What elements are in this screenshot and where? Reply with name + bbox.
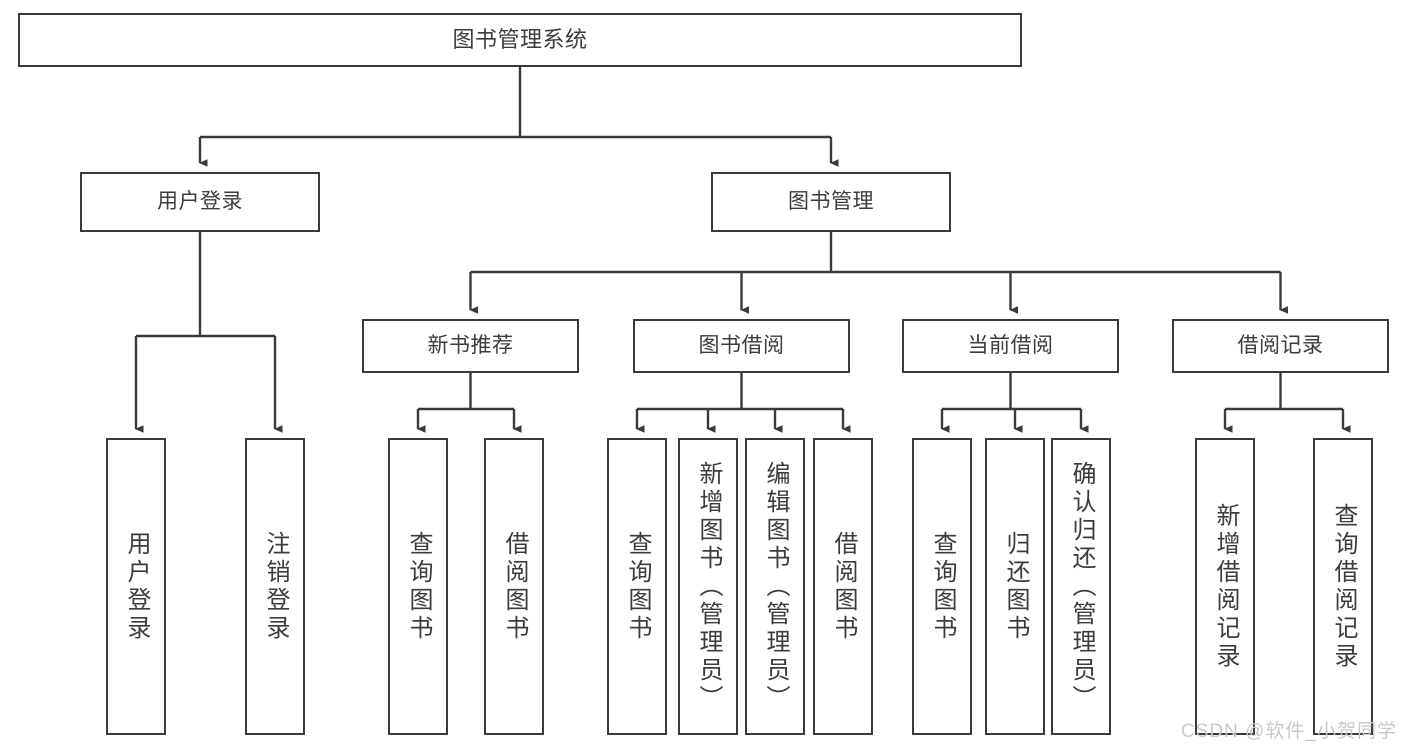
node-leaf-new-1[interactable]: 查询图书 — [388, 438, 448, 735]
node-label-leaf-bor-3: 编辑图书（管理员） — [762, 460, 789, 713]
node-leaf-cur-3[interactable]: 确认归还（管理员） — [1051, 438, 1111, 735]
node-label-leaf-new-1: 查询图书 — [405, 530, 432, 643]
node-bookmgmt[interactable]: 图书管理 — [711, 172, 951, 232]
node-label-login: 用户登录 — [157, 189, 243, 213]
node-leaf-bor-1[interactable]: 查询图书 — [607, 438, 667, 735]
node-leaf-bor-2[interactable]: 新增图书（管理员） — [678, 438, 738, 735]
node-label-leaf-cur-2: 归还图书 — [1002, 530, 1029, 643]
node-label-newbook: 新书推荐 — [427, 333, 514, 357]
node-leaf-rec-1[interactable]: 新增借阅记录 — [1195, 438, 1255, 735]
node-label-leaf-new-2: 借阅图书 — [501, 530, 528, 643]
node-label-borrow: 图书借阅 — [698, 333, 785, 357]
node-label-root: 图书管理系统 — [452, 27, 588, 53]
node-leaf-cur-2[interactable]: 归还图书 — [985, 438, 1045, 735]
node-root[interactable]: 图书管理系统 — [18, 13, 1022, 67]
node-label-leaf-bor-2: 新增图书（管理员） — [695, 460, 722, 713]
node-label-records: 借阅记录 — [1237, 333, 1324, 357]
node-leaf-rec-2[interactable]: 查询借阅记录 — [1313, 438, 1373, 735]
node-borrow[interactable]: 图书借阅 — [633, 319, 850, 373]
node-login[interactable]: 用户登录 — [80, 172, 320, 232]
node-leaf-login-2[interactable]: 注销登录 — [245, 438, 305, 735]
node-label-current: 当前借阅 — [967, 333, 1054, 357]
node-label-leaf-rec-2: 查询借阅记录 — [1330, 502, 1357, 671]
connector-lines — [134, 67, 1351, 433]
node-leaf-login-1[interactable]: 用户登录 — [106, 438, 166, 735]
node-leaf-bor-4[interactable]: 借阅图书 — [813, 438, 873, 735]
node-leaf-new-2[interactable]: 借阅图书 — [484, 438, 544, 735]
node-label-leaf-login-2: 注销登录 — [262, 530, 289, 643]
node-label-leaf-bor-4: 借阅图书 — [830, 530, 857, 643]
node-records[interactable]: 借阅记录 — [1172, 319, 1389, 373]
node-label-leaf-cur-3: 确认归还（管理员） — [1068, 460, 1095, 713]
node-label-leaf-cur-1: 查询图书 — [929, 530, 956, 643]
node-label-leaf-rec-1: 新增借阅记录 — [1212, 502, 1239, 671]
node-newbook[interactable]: 新书推荐 — [362, 319, 579, 373]
node-label-bookmgmt: 图书管理 — [788, 189, 874, 213]
node-leaf-cur-1[interactable]: 查询图书 — [912, 438, 972, 735]
node-label-leaf-login-1: 用户登录 — [123, 530, 150, 643]
node-label-leaf-bor-1: 查询图书 — [624, 530, 651, 643]
node-leaf-bor-3[interactable]: 编辑图书（管理员） — [745, 438, 805, 735]
node-current[interactable]: 当前借阅 — [902, 319, 1119, 373]
